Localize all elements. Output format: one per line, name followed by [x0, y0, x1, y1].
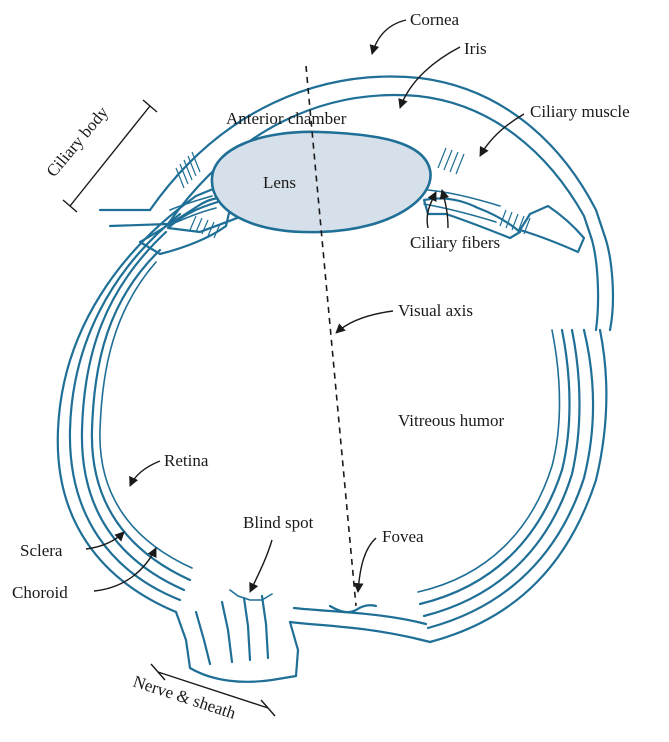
- sclera-label: Sclera: [20, 541, 63, 560]
- retina-label: Retina: [164, 451, 209, 470]
- nerve-connector: [290, 608, 430, 642]
- iris-label: Iris: [464, 39, 487, 58]
- ciliary-fibers-label: Ciliary fibers: [410, 233, 500, 252]
- ciliary-body-label: Ciliary body: [43, 103, 113, 181]
- fovea-label: Fovea: [382, 527, 424, 546]
- nerve-sheath-outline: [176, 612, 298, 682]
- blind-spot-label: Blind spot: [243, 513, 314, 532]
- choroid-layer: [82, 232, 580, 616]
- cornea-leader: [372, 20, 406, 54]
- cornea-tip-left: [100, 210, 168, 226]
- ciliary-muscle-label: Ciliary muscle: [530, 102, 630, 121]
- sclera-inner-line: [70, 214, 593, 628]
- eyeball: [58, 182, 607, 642]
- ciliary-muscle-leader: [480, 114, 524, 156]
- vitreous-humor-label: Vitreous humor: [398, 411, 504, 430]
- optic-nerve: [176, 590, 430, 682]
- anterior-chamber-label: Anterior chamber: [226, 109, 347, 128]
- choroid-label: Choroid: [12, 583, 68, 602]
- retina-leader: [130, 461, 160, 486]
- labels: Cornea Iris Ciliary body Anterior chambe…: [12, 10, 630, 723]
- cornea-label: Cornea: [410, 10, 460, 29]
- fovea-leader: [358, 538, 376, 592]
- visual-axis-label: Visual axis: [398, 301, 473, 320]
- visual-axis-leader: [336, 311, 393, 333]
- lens-label: Lens: [263, 173, 296, 192]
- nerve-sheath-inner: [196, 596, 268, 664]
- lens: [212, 132, 431, 232]
- ciliary-fibers-leader-a: [427, 192, 436, 228]
- ciliary-hatching-right: [438, 148, 530, 234]
- blind-spot-leader: [250, 540, 272, 592]
- ciliary-body-right: [520, 206, 584, 252]
